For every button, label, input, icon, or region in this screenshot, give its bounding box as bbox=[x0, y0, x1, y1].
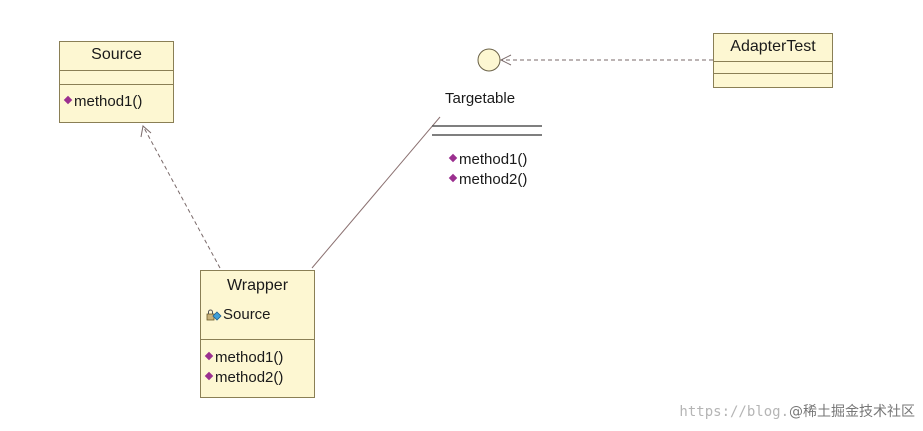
interface-lollipop-icon bbox=[477, 48, 501, 72]
private-attribute-icon bbox=[206, 309, 222, 321]
operation-compartment bbox=[714, 73, 832, 87]
operation: method1() bbox=[445, 150, 527, 170]
watermark-author: @稀土掘金技术社区 bbox=[789, 404, 915, 420]
class-name: AdapterTest bbox=[730, 38, 816, 55]
class-name: Wrapper bbox=[226, 277, 289, 294]
class-name-compartment: Wrapper bbox=[201, 271, 314, 301]
attribute-compartment: Source bbox=[201, 301, 314, 339]
class-adaptertest[interactable]: AdapterTest bbox=[713, 33, 833, 88]
attribute-compartment bbox=[60, 70, 173, 84]
operation-label: method1() bbox=[74, 93, 143, 110]
operation-compartment: method1() bbox=[60, 84, 173, 122]
operation-label: method2() bbox=[215, 369, 284, 386]
class-name-compartment: AdapterTest bbox=[714, 34, 832, 61]
operation: method1() bbox=[60, 92, 173, 112]
operation-label: method1() bbox=[215, 349, 284, 366]
operation-icon bbox=[204, 371, 214, 381]
interface-operations: method1() method2() bbox=[445, 150, 527, 190]
operation-icon bbox=[204, 351, 214, 361]
wrapper-targetable-realization-line bbox=[311, 116, 441, 269]
class-name: Source bbox=[91, 46, 142, 63]
operation: method2() bbox=[445, 170, 527, 190]
operation-compartment: method1() method2() bbox=[201, 339, 314, 397]
attribute: Source bbox=[201, 305, 314, 325]
operation: method1() bbox=[201, 348, 314, 368]
watermark-url: https://blog. bbox=[679, 404, 789, 420]
usage-arrowhead bbox=[499, 54, 512, 66]
operation-icon bbox=[448, 153, 458, 163]
interface-targetable-name[interactable]: Targetable bbox=[445, 90, 516, 107]
class-wrapper[interactable]: Wrapper Source method1() method2() bbox=[200, 270, 315, 398]
class-source[interactable]: Source method1() bbox=[59, 41, 174, 123]
wrapper-source-dependency-line bbox=[142, 125, 221, 269]
attribute-compartment bbox=[714, 61, 832, 73]
watermark: https://blog.@稀土掘金技术社区 bbox=[679, 401, 915, 421]
operation-label: method2() bbox=[459, 171, 528, 188]
class-name-compartment: Source bbox=[60, 42, 173, 70]
dependency-arrowhead bbox=[140, 125, 152, 138]
attribute-label: Source bbox=[223, 306, 271, 323]
operation-icon bbox=[448, 173, 458, 183]
operation-label: method1() bbox=[459, 151, 528, 168]
operation: method2() bbox=[201, 368, 314, 388]
operation-icon bbox=[63, 95, 73, 105]
